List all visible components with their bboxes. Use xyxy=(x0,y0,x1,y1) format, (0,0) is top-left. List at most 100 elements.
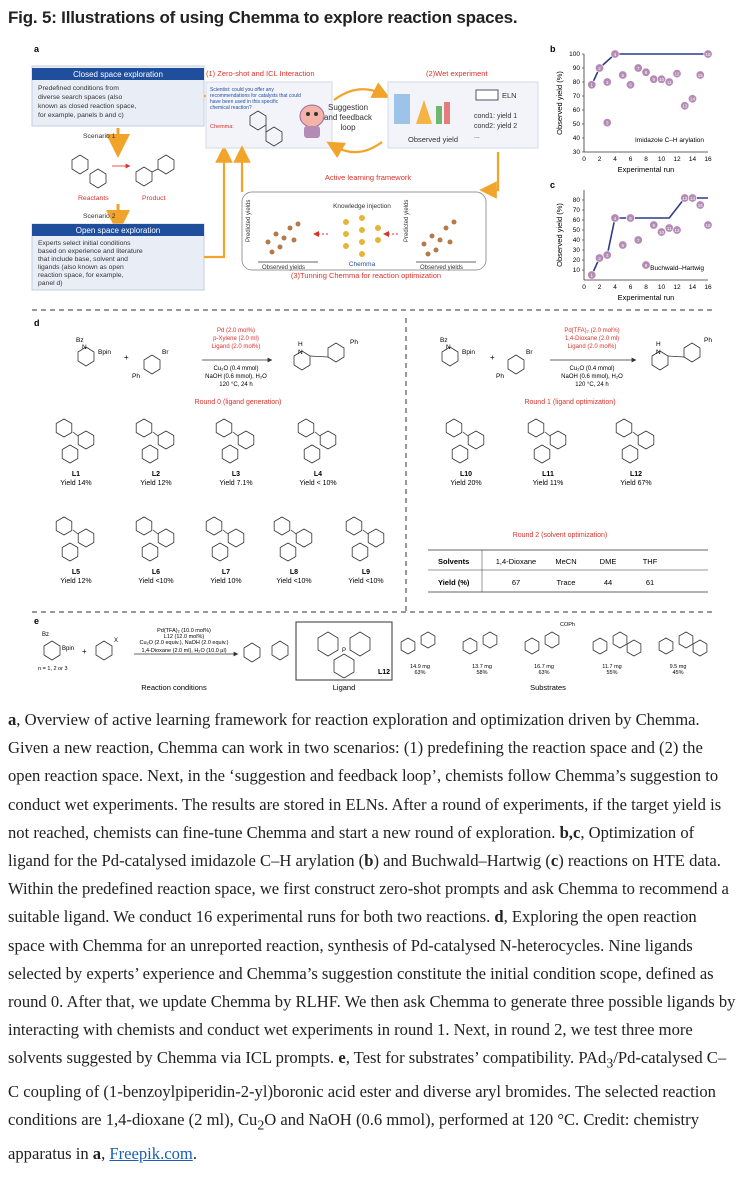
ligand-yield: Yield <10% xyxy=(138,578,173,585)
cond-left-4: Cu₂O (0.4 mmol) xyxy=(213,366,258,372)
eln-label: ELN xyxy=(502,91,517,100)
substrate-e xyxy=(43,640,289,663)
product-yield: 55% xyxy=(606,670,617,676)
ligand-name: L12 xyxy=(630,471,642,478)
ring-shape xyxy=(678,631,694,649)
x-tick-label: 2 xyxy=(598,284,602,291)
scientist-text-4: chemical reaction? xyxy=(210,105,252,111)
x-tick-label: 10 xyxy=(658,284,666,291)
br-right: Br xyxy=(526,349,533,356)
closed-space-title: Closed space exploration xyxy=(73,70,163,79)
al-framework-label: Active learning framework xyxy=(325,173,412,182)
reaction-left xyxy=(77,342,345,375)
ring-shape xyxy=(612,631,628,649)
n-prod-left: N xyxy=(298,349,303,356)
ring-shape xyxy=(319,430,337,450)
x-tick-label: 10 xyxy=(658,156,666,163)
open-space-header xyxy=(32,224,204,236)
cap-e-sub2: 2 xyxy=(257,1117,265,1133)
table-row-label: Yield (%) xyxy=(438,578,470,587)
point-label: 1 xyxy=(590,273,593,278)
ligand-name: L3 xyxy=(232,471,240,478)
observed-yields-axis-right: Observed yields xyxy=(420,265,463,271)
ring-shape xyxy=(445,418,463,438)
data-point xyxy=(703,220,713,230)
reaction-conditions-label: Reaction conditions xyxy=(141,683,207,692)
solvent-table: Solvents 1,4-Dioxane MeCN DME THF Yield … xyxy=(428,549,708,593)
table-header-dioxane: 1,4-Dioxane xyxy=(496,557,536,566)
open-text-4: ligands (also known as open xyxy=(38,264,124,271)
n-right: N xyxy=(446,344,451,351)
data-point xyxy=(625,213,635,223)
chart-annotation: Imidazole C–H arylation xyxy=(635,137,704,144)
table-cell-dioxane: 67 xyxy=(512,578,520,587)
table-header-solvents: Solvents xyxy=(438,557,469,566)
point-label: 15 xyxy=(698,73,704,78)
point-label: 7 xyxy=(637,238,640,243)
data-point xyxy=(664,77,674,87)
ring-shape xyxy=(211,542,229,562)
data-point xyxy=(633,63,643,73)
closed-text-4: for example, panels b and c) xyxy=(38,112,124,119)
cond-right-3: Ligand (2.0 mol%) xyxy=(568,344,617,350)
point-label: 8 xyxy=(645,70,648,75)
ligand-yield: Yield 7.1% xyxy=(219,480,252,487)
panel-a-label: a xyxy=(34,44,40,54)
ring-shape xyxy=(295,528,313,548)
predicted-scatter-right xyxy=(421,219,457,257)
cond-right-6: 120 °C, 24 h xyxy=(575,382,608,388)
ligand-name: L11 xyxy=(542,471,554,478)
ring-shape xyxy=(420,631,436,649)
y-tick-label: 50 xyxy=(573,121,581,128)
n-left: N xyxy=(82,344,87,351)
predicted-yields-axis-2: Predicted yields xyxy=(404,200,410,242)
y-tick-label: 30 xyxy=(573,247,581,254)
reaction-right xyxy=(441,342,701,375)
bond-line xyxy=(462,431,469,437)
ligand-yield: Yield 67% xyxy=(620,480,651,487)
ring-shape xyxy=(141,444,159,464)
cond-right-1: Pd(TFA)₂ (2.0 mol%) xyxy=(564,328,619,334)
scientist-text-3: have been used in this specific xyxy=(210,99,279,105)
x-tick-label: 12 xyxy=(673,156,681,163)
point-label: 2 xyxy=(598,256,601,261)
data-point xyxy=(602,250,612,260)
ring-shape xyxy=(61,542,79,562)
x-tick-label: 4 xyxy=(613,156,617,163)
y-tick-label: 50 xyxy=(573,227,581,234)
ring-shape xyxy=(345,516,363,536)
point-label: 13 xyxy=(682,104,688,109)
freepik-link[interactable]: Freepik.com xyxy=(109,1143,193,1163)
data-point xyxy=(594,63,604,73)
point-label: 13 xyxy=(682,196,688,201)
table-cell-dme: 44 xyxy=(604,578,612,587)
cond-right-2: 1,4-Dioxane (2.0 ml) xyxy=(565,336,619,342)
bond-line xyxy=(72,529,79,535)
ring-shape xyxy=(549,430,567,450)
ph-prod-right: Ph xyxy=(704,337,712,344)
loop-arrow-bottom xyxy=(326,141,383,159)
y-axis-label: Observed yield (%) xyxy=(555,71,564,135)
x-tick-label: 6 xyxy=(629,156,633,163)
cap-d-text: , Exploring the open reaction space with… xyxy=(8,907,736,1068)
product-mass: 11.7 mg xyxy=(602,664,621,670)
wet-experiment-title: (2)Wet experiment xyxy=(426,69,488,78)
point-label: 3 xyxy=(606,253,609,258)
ligand-yield: Yield 10% xyxy=(210,578,241,585)
point-label: 11 xyxy=(667,80,672,85)
ligand-yield: Yield < 10% xyxy=(299,480,336,487)
cap-bc-label: b,c xyxy=(559,822,581,842)
bond-line xyxy=(362,529,369,535)
cap-bc-text2: ) and Buchwald–Hartwig ( xyxy=(373,851,551,871)
neural-net-icon xyxy=(343,215,381,257)
bz-e: Bz xyxy=(42,632,49,638)
bz-left: Bz xyxy=(76,337,84,344)
ring-shape xyxy=(227,528,245,548)
cap-a-text: , Overview of active learning framework … xyxy=(8,710,722,842)
table-cell-mecn: Trace xyxy=(557,578,576,587)
ring-shape xyxy=(215,418,233,438)
cond-e-2: L12 (12.0 mol%) xyxy=(164,634,205,640)
